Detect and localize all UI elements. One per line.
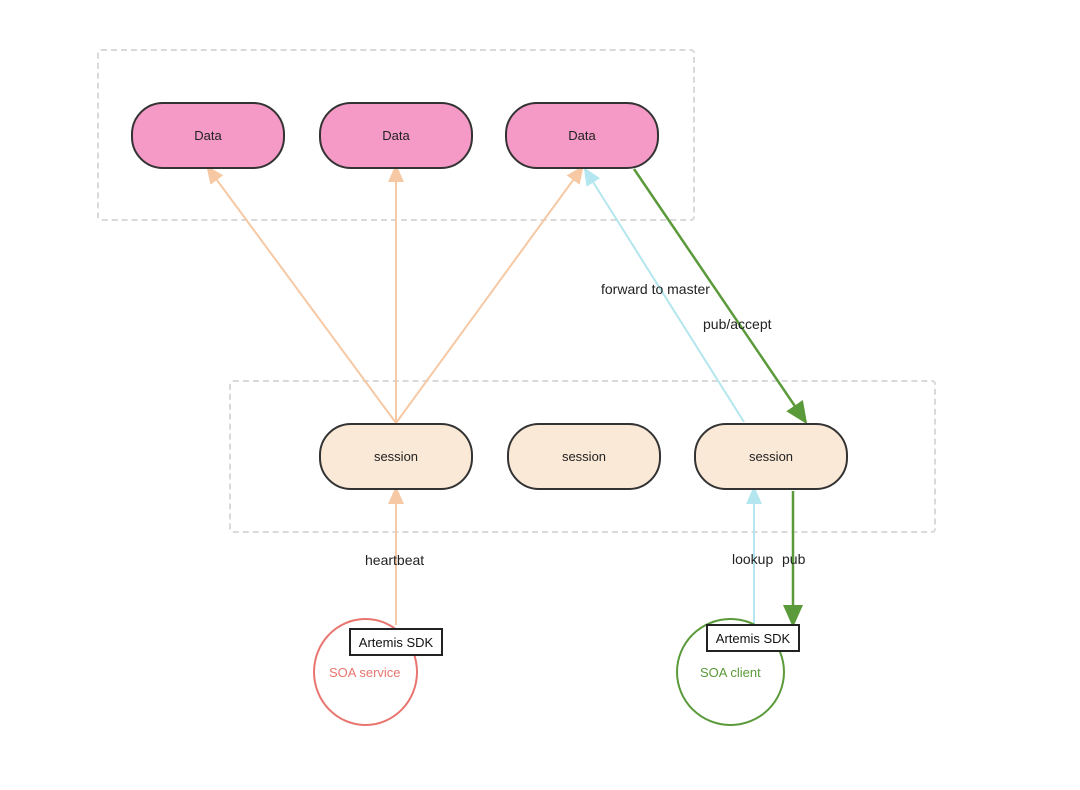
label-pub: pub — [782, 551, 806, 567]
label-lookup: lookup — [732, 551, 774, 567]
soa-service-circle — [313, 618, 418, 726]
service-artemis-sdk-box: Artemis SDK — [349, 628, 443, 656]
soa-client-circle — [676, 618, 785, 726]
client-artemis-sdk-box: Artemis SDK — [706, 624, 800, 652]
data-node-3: Data — [505, 102, 659, 169]
session-node-label: session — [748, 449, 794, 464]
data-node-label: Data — [568, 128, 596, 143]
edge-session1-data3 — [395, 165, 584, 424]
label-forward-to-master: forward to master — [601, 281, 710, 297]
data-node-label: Data — [382, 128, 410, 143]
session-node-label: session — [373, 449, 419, 464]
label-heartbeat: heartbeat — [365, 552, 425, 568]
session-node-3: session — [694, 423, 848, 490]
data-node-label: Data — [194, 128, 222, 143]
client-sdk-label: Artemis SDK — [715, 630, 791, 646]
session-node-label: session — [561, 449, 607, 464]
edge-session1-data1 — [206, 165, 397, 424]
label-pub-accept: pub/accept — [703, 316, 772, 332]
data-node-2: Data — [319, 102, 473, 169]
soa-client-label: SOA client — [700, 665, 761, 680]
session-node-2: session — [507, 423, 661, 490]
session-cluster-box — [229, 380, 936, 533]
service-sdk-label: Artemis SDK — [358, 634, 434, 650]
soa-service-label: SOA service — [329, 665, 401, 680]
data-node-1: Data — [131, 102, 285, 169]
edge-pub-accept — [632, 168, 808, 425]
session-node-1: session — [319, 423, 473, 490]
edge-forward-to-master — [583, 167, 745, 423]
